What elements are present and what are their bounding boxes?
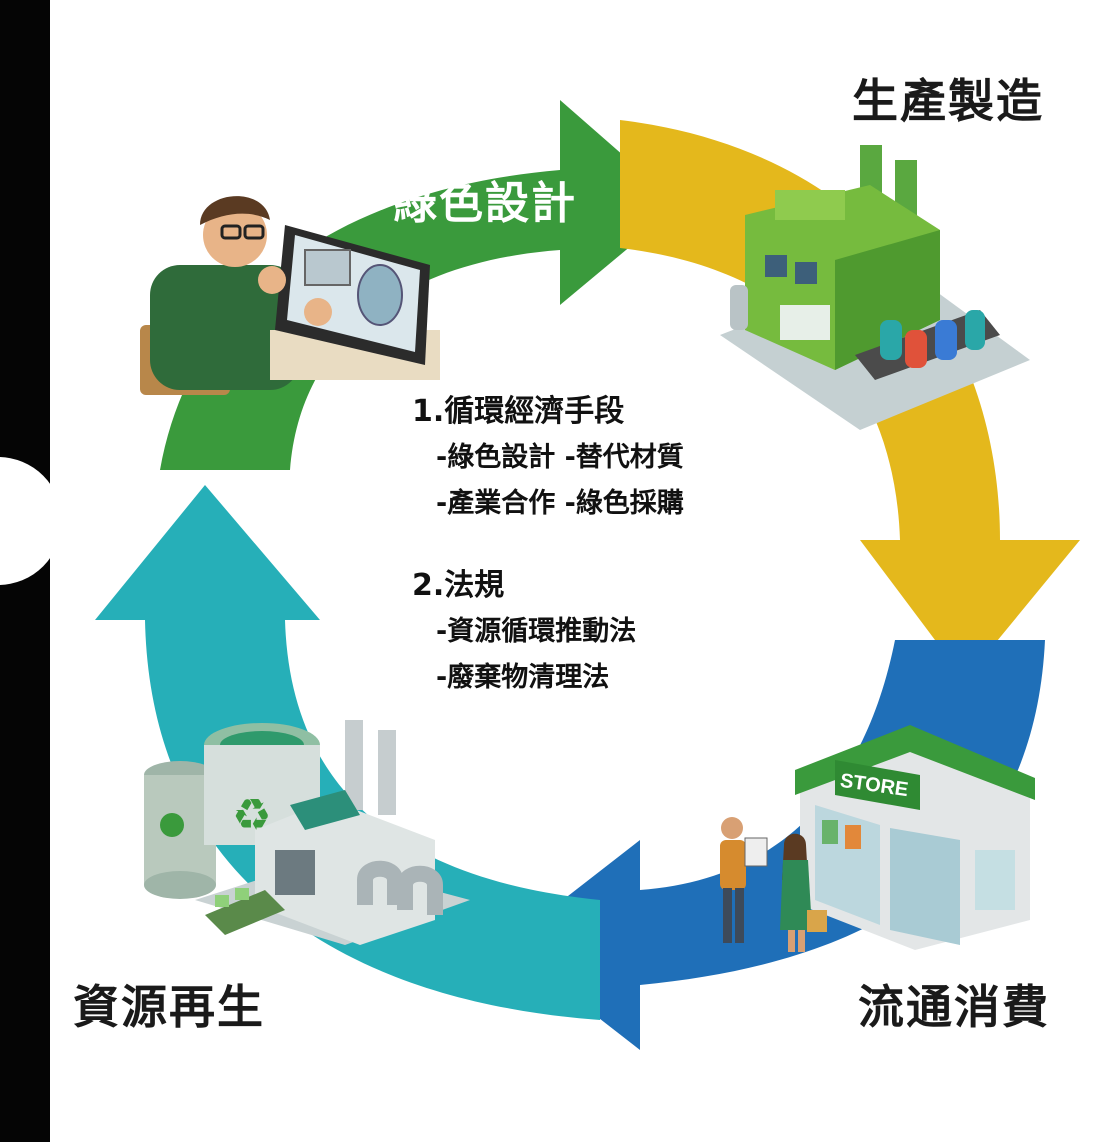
factory-illustration bbox=[720, 145, 1030, 430]
stage-label-manufacturing: 生產製造 bbox=[852, 74, 1044, 128]
center-text-block: 1.循環經濟手段 -綠色設計 -替代材質 -產業合作 -綠色採購 2.法規 -資… bbox=[412, 392, 832, 704]
recycling-plant-illustration: ♻ bbox=[144, 720, 470, 945]
section-gap bbox=[412, 530, 832, 566]
section2-heading: 2.法規 bbox=[412, 568, 505, 603]
section1-item: -產業合作 -綠色採購 bbox=[436, 488, 684, 519]
designer-illustration bbox=[140, 196, 440, 395]
stage-label-recycling: 資源再生 bbox=[73, 980, 265, 1034]
teal-arrow bbox=[95, 485, 600, 1020]
section1-item: -綠色設計 -替代材質 bbox=[436, 442, 684, 473]
yellow-arrow bbox=[620, 120, 1080, 680]
store-illustration: STORE bbox=[720, 725, 1035, 952]
section2-item: -廢棄物清理法 bbox=[436, 662, 610, 693]
section2-item: -資源循環推動法 bbox=[436, 616, 637, 647]
section1-heading: 1.循環經濟手段 bbox=[412, 394, 625, 429]
stage-label-consumption: 流通消費 bbox=[858, 980, 1050, 1034]
stage-label-design: 綠色設計 bbox=[393, 178, 577, 229]
